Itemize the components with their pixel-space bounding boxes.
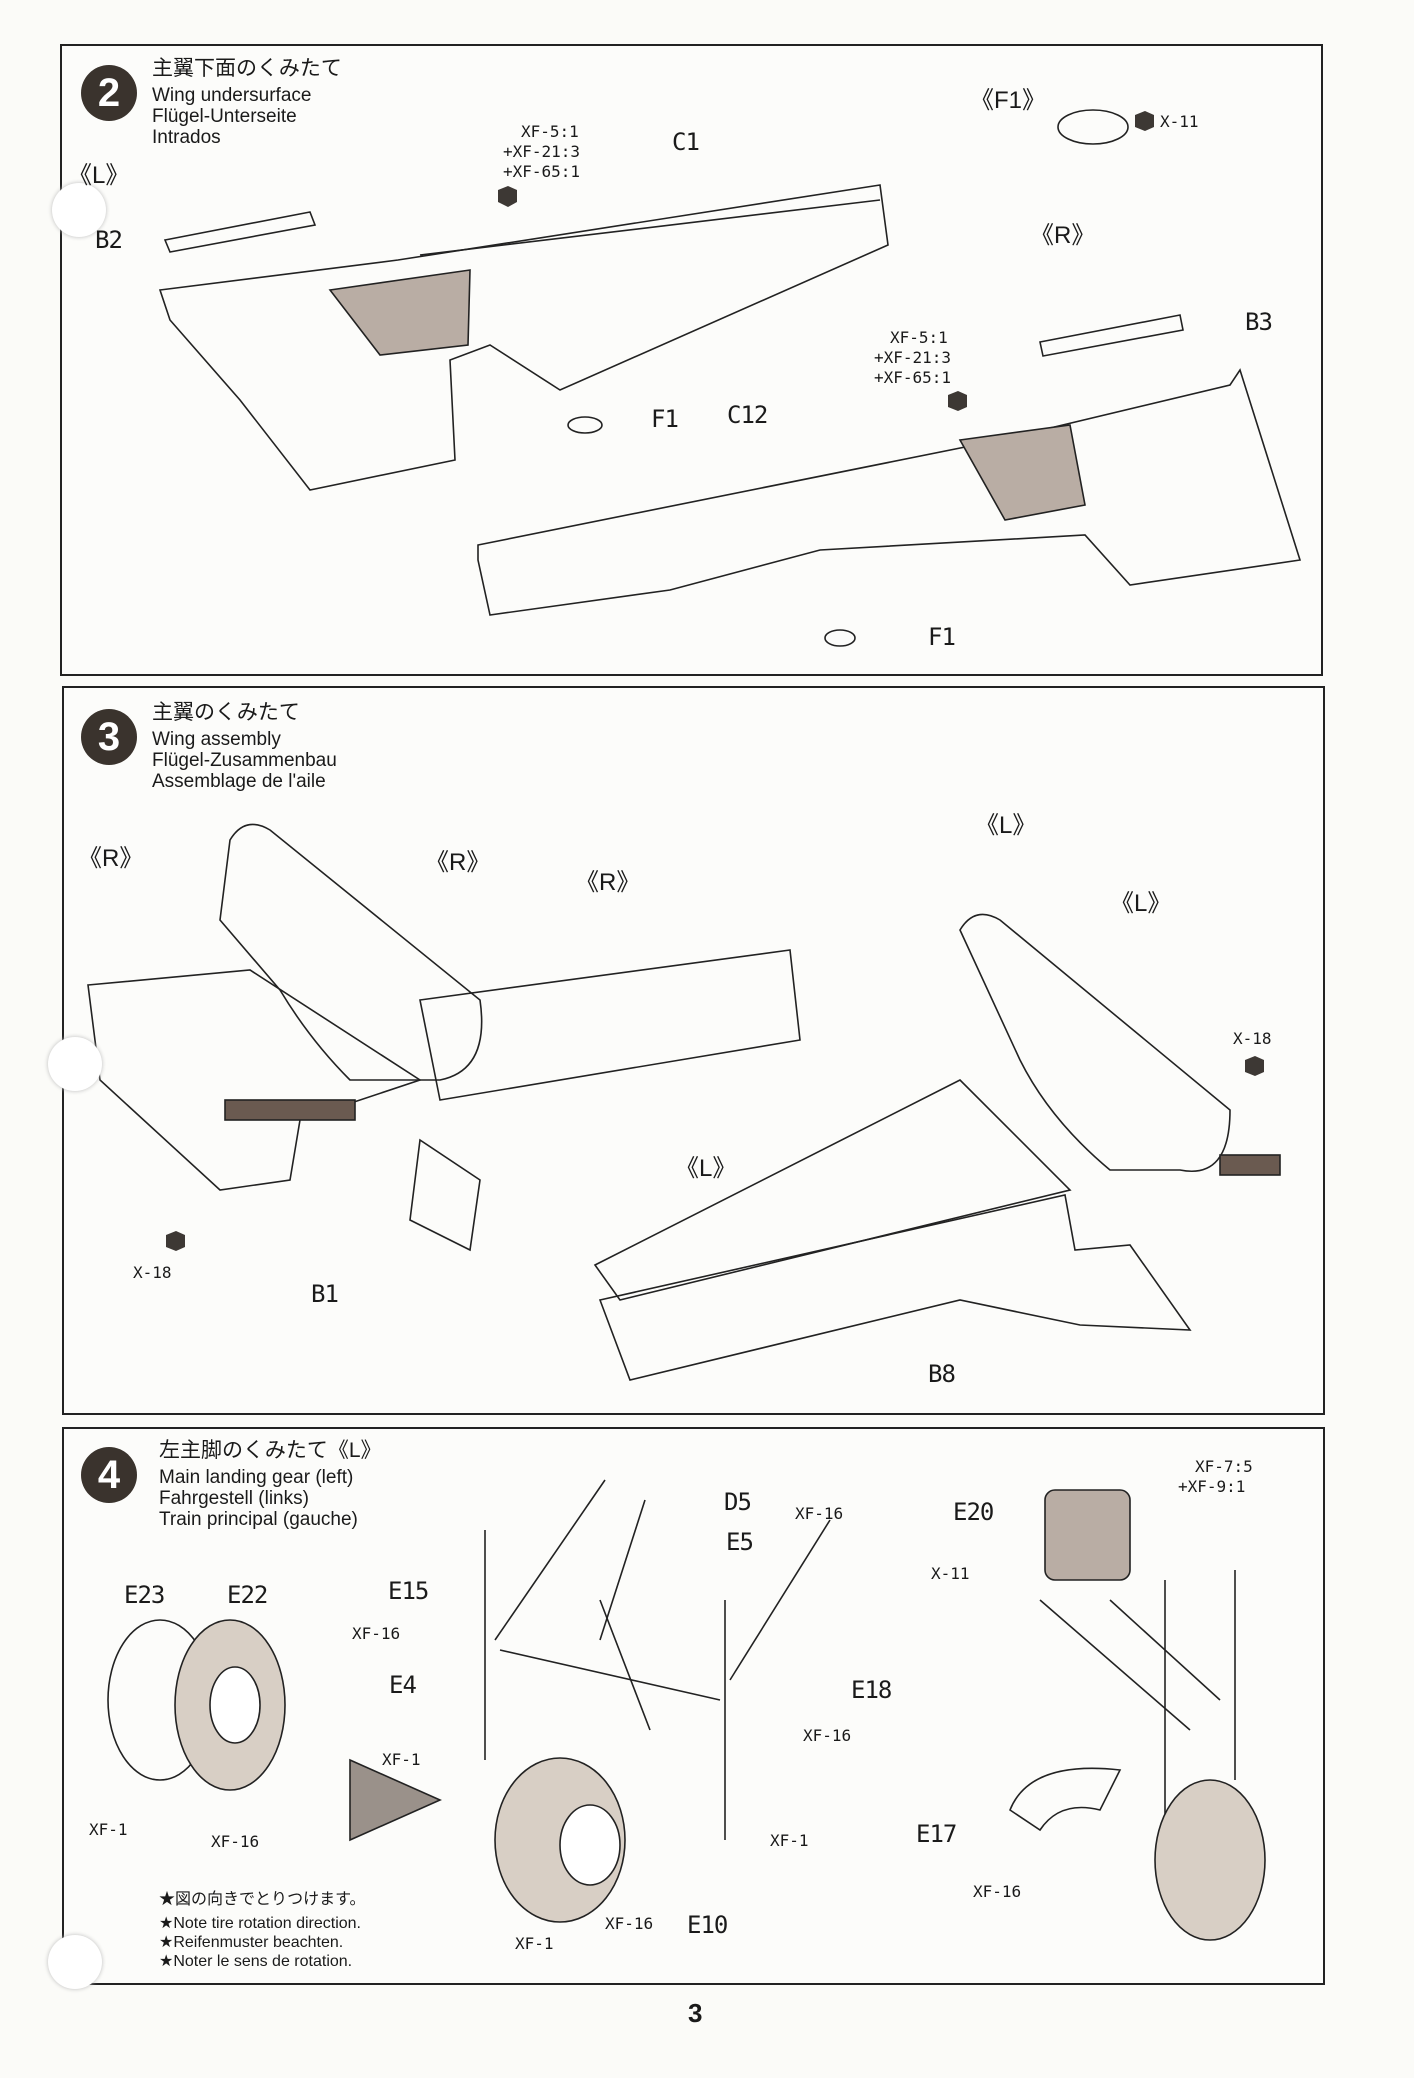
side-label: 《R》 (1030, 222, 1096, 249)
step-2-panel (60, 44, 1323, 676)
paint-code: XF-16 (803, 1726, 852, 1745)
paint-code: X-18 (1233, 1029, 1272, 1048)
step-3-panel (62, 686, 1325, 1415)
side-label: 《L》 (975, 812, 1037, 839)
part-label: B8 (928, 1360, 956, 1388)
part-label: C12 (727, 401, 768, 429)
part-label: B3 (1245, 308, 1273, 336)
binder-hole (48, 1037, 102, 1091)
right-wing-c12 (477, 314, 1302, 647)
step-title-de: Flügel-Unterseite (152, 106, 297, 127)
side-label: 《F1》 (970, 87, 1047, 114)
side-label: 《R》 (78, 845, 144, 872)
step-title-jp: 主翼下面のくみたて (152, 57, 342, 80)
side-label: 《R》 (575, 869, 641, 896)
step-number: 3 (81, 709, 137, 765)
step-title-de: Flügel-Zusammenbau (152, 750, 337, 771)
wheel-e22-e23 (107, 1619, 286, 1791)
part-label: E22 (227, 1581, 268, 1609)
side-label: 《L》 (675, 1155, 737, 1182)
part-label: E20 (953, 1498, 994, 1526)
page-number: 3 (688, 1998, 703, 2028)
step-title-fr: Assemblage de l'aile (152, 771, 326, 792)
part-label: E5 (726, 1528, 754, 1556)
paint-code: XF-5:1 (521, 122, 579, 141)
part-label: E18 (851, 1676, 892, 1704)
paint-code: +XF-21:3 (874, 348, 952, 367)
wheel-e10 (494, 1757, 626, 1923)
note-line: ★Noter le sens de rotation. (159, 1953, 353, 1970)
side-label: 《R》 (425, 849, 491, 876)
note-line: ★Reifenmuster beachten. (159, 1934, 344, 1951)
step-title-fr: Train principal (gauche) (159, 1509, 358, 1530)
left-wing-c1 (158, 184, 889, 491)
side-label: 《L》 (1110, 890, 1172, 917)
paint-code: XF-16 (605, 1914, 654, 1933)
paint-code: XF-1 (515, 1934, 554, 1953)
part-label: B2 (95, 226, 123, 254)
landing-gear-struts (484, 1479, 831, 1840)
paint-chip-icon (1245, 1056, 1264, 1076)
paint-chip-icon (166, 1231, 185, 1251)
part-label: E4 (389, 1671, 417, 1699)
binder-hole (48, 1935, 102, 1989)
step-title-en: Wing assembly (152, 729, 281, 750)
paint-code: X-11 (1160, 112, 1199, 131)
paint-code: XF-16 (973, 1882, 1022, 1901)
paint-code: XF-16 (795, 1504, 844, 1523)
part-label: B1 (311, 1280, 339, 1308)
paint-code: +XF-65:1 (503, 162, 581, 181)
paint-code: +XF-65:1 (874, 368, 952, 387)
right-wing-assembly (87, 823, 801, 1252)
part-label: E17 (916, 1820, 957, 1848)
paint-code: XF-16 (352, 1624, 401, 1643)
part-label: E23 (124, 1581, 165, 1609)
paint-code: XF-7:5 (1195, 1457, 1253, 1476)
side-label: 《L》 (68, 162, 130, 189)
paint-code: +XF-21:3 (503, 142, 581, 161)
step-number: 4 (81, 1447, 137, 1503)
note-line: ★図の向きでとりつけます。 (159, 1891, 366, 1908)
part-label: E15 (388, 1577, 429, 1605)
part-label: E10 (687, 1911, 728, 1939)
paint-chip-icon (1135, 111, 1154, 131)
paint-code: XF-16 (211, 1832, 260, 1851)
paint-code: XF-5:1 (890, 328, 948, 347)
step-title-jp: 主翼のくみたて (152, 701, 300, 724)
step-title-jp: 左主脚のくみたて《L》 (159, 1439, 382, 1462)
paint-code: XF-1 (382, 1750, 421, 1769)
step-title-fr: Intrados (152, 127, 221, 148)
assembled-gear (1009, 1489, 1266, 1941)
part-label: D5 (724, 1488, 752, 1516)
paint-chip-icon (948, 391, 967, 411)
left-wing-assembly (593, 913, 1281, 1381)
part-label: C1 (672, 128, 700, 156)
paint-code: X-11 (931, 1564, 970, 1583)
part-f1-detail (1057, 109, 1129, 145)
paint-code: +XF-9:1 (1178, 1477, 1246, 1496)
binder-hole (52, 183, 106, 237)
step-title-en: Main landing gear (left) (159, 1467, 354, 1488)
direction-arrow-icon (349, 1758, 442, 1842)
step-title-en: Wing undersurface (152, 85, 312, 106)
step-number: 2 (81, 65, 137, 121)
paint-chip-icon (498, 186, 517, 207)
part-label: F1 (928, 623, 956, 651)
paint-code: X-18 (133, 1263, 172, 1282)
note-line: ★Note tire rotation direction. (159, 1915, 361, 1932)
paint-code: XF-1 (89, 1820, 128, 1839)
step-title-de: Fahrgestell (links) (159, 1488, 309, 1509)
paint-code: XF-1 (770, 1831, 809, 1850)
part-label: F1 (651, 405, 679, 433)
